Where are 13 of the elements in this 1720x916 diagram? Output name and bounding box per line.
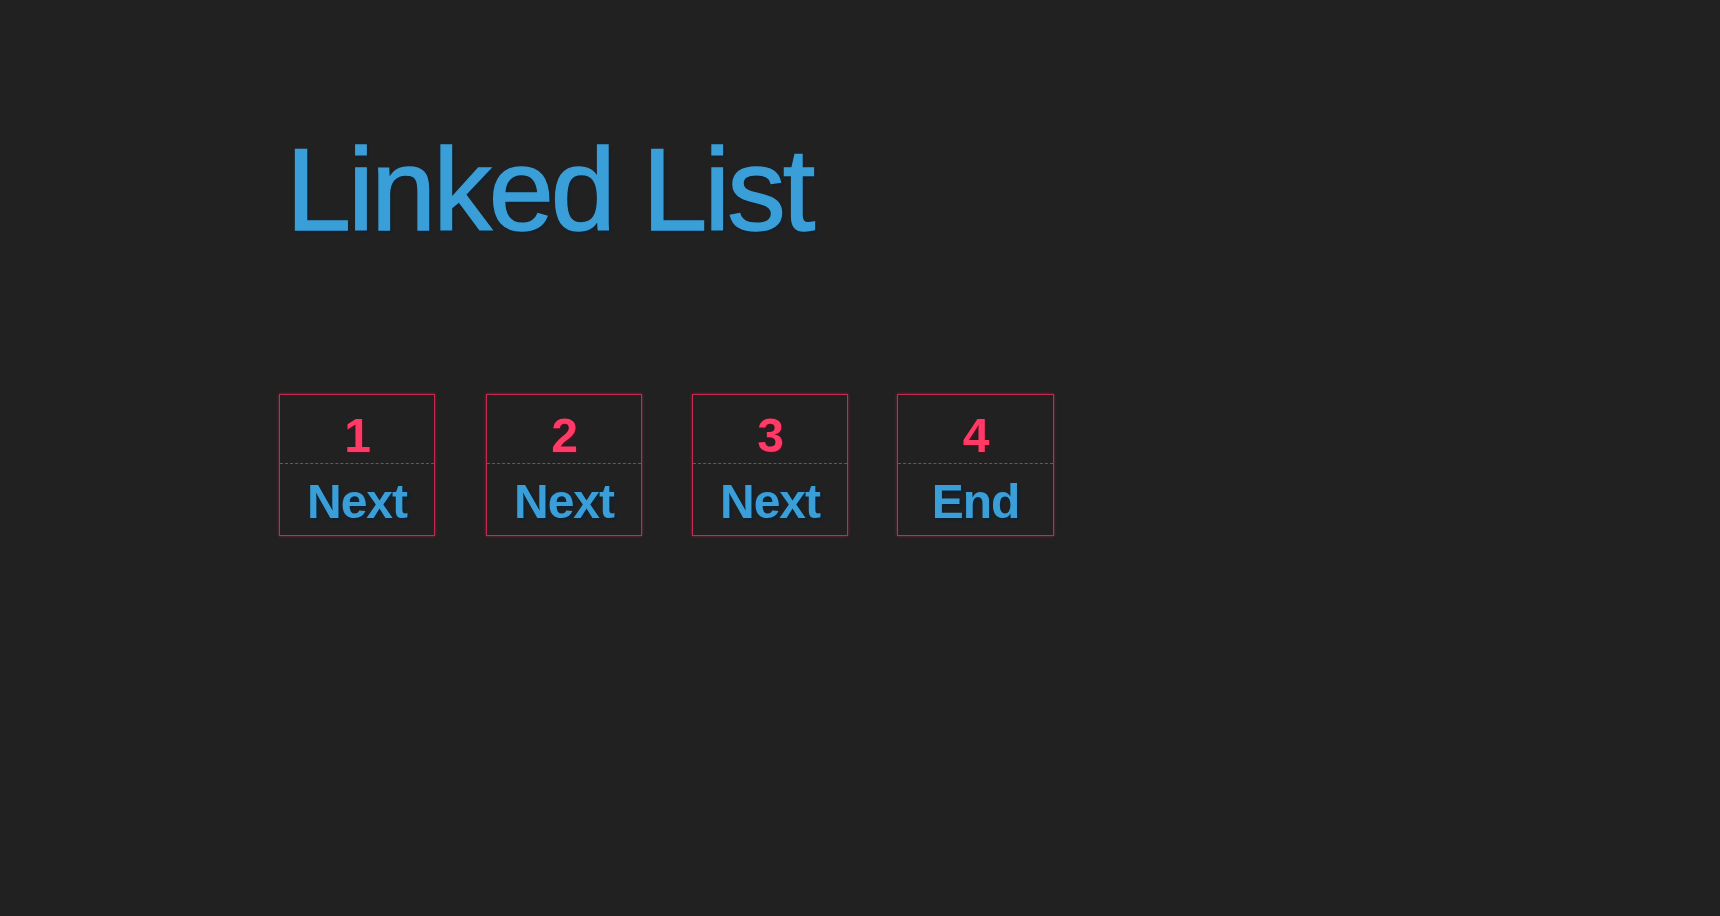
list-node-box bbox=[897, 394, 1054, 536]
list-node-box bbox=[692, 394, 848, 536]
list-node-box bbox=[486, 394, 642, 536]
pointer-label: End bbox=[930, 478, 1021, 526]
pointer-label: Next bbox=[305, 478, 409, 526]
pointer-label: Next bbox=[512, 478, 616, 526]
node-value: 1 bbox=[343, 412, 371, 460]
diagram-title: Linked List bbox=[286, 126, 813, 255]
node-value: 4 bbox=[961, 412, 991, 460]
list-node-box bbox=[279, 394, 435, 536]
node-value: 2 bbox=[550, 412, 578, 460]
node-value: 3 bbox=[756, 412, 784, 460]
pointer-label: Next bbox=[718, 478, 822, 526]
